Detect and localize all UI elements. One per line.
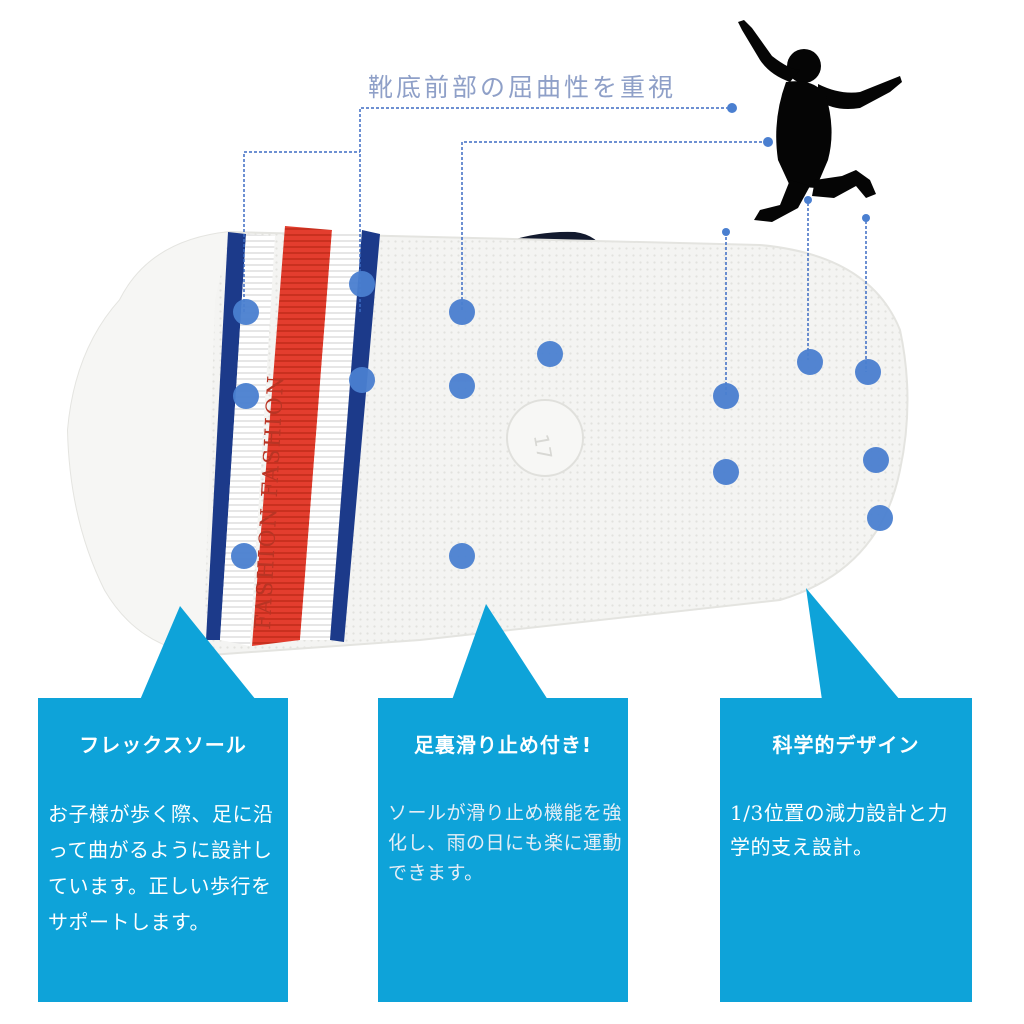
dot [231,543,257,569]
dot [855,359,881,385]
dot [867,505,893,531]
navy-stripe-left [206,232,246,640]
red-stripe [252,226,332,646]
connector-ends [722,103,870,236]
dot [233,383,259,409]
dot [537,341,563,367]
feature-title: 足裏滑り止め付き! [413,733,593,757]
white-rib-right [300,230,362,640]
feature-description: 1/3位置の減力設計と力学的支え設計。 [730,801,949,859]
dot [713,383,739,409]
dot [449,543,475,569]
feature-title: 科学的デザイン [772,733,920,757]
feature-card-scientific-design: 科学的デザイン 1/3位置の減力設計と力学的支え設計。 [720,698,972,1002]
jumping-child-silhouette-icon [738,20,902,222]
sole-toe-area [68,232,230,655]
feature-card-flex-sole: フレックスソール お子様が歩く際、足に沿って曲がるように設計しています。正しい歩… [38,698,288,1002]
feature-description: お子様が歩く際、足に沿って曲がるように設計しています。正しい歩行をサポートします… [48,802,274,934]
feature-title: フレックスソール [79,733,247,757]
callout-pointer-design [806,588,900,700]
feature-description: ソールが滑り止め機能を強化し、雨の日にも楽に運動できます。 [388,802,623,884]
headline-flex-forefoot: 靴底前部の屈曲性を重視 [368,73,677,102]
dot [449,373,475,399]
dot [349,271,375,297]
size-medallion [506,399,584,477]
white-rib-left [220,234,275,646]
connector-lines [243,107,867,396]
dot [797,349,823,375]
dot [713,459,739,485]
callout-pointer-flex [140,606,256,700]
navy-stripe-right [330,230,380,642]
dot [449,299,475,325]
dot [863,447,889,473]
callout-pointer-grip [452,604,548,700]
size-mark: 17 [529,432,557,461]
feature-card-anti-slip: 足裏滑り止め付き! ソールが滑り止め機能を強化し、雨の日にも楽に運動できます。 [378,698,628,1002]
highlight-dots [231,271,893,569]
dot [233,299,259,325]
dot [349,367,375,393]
